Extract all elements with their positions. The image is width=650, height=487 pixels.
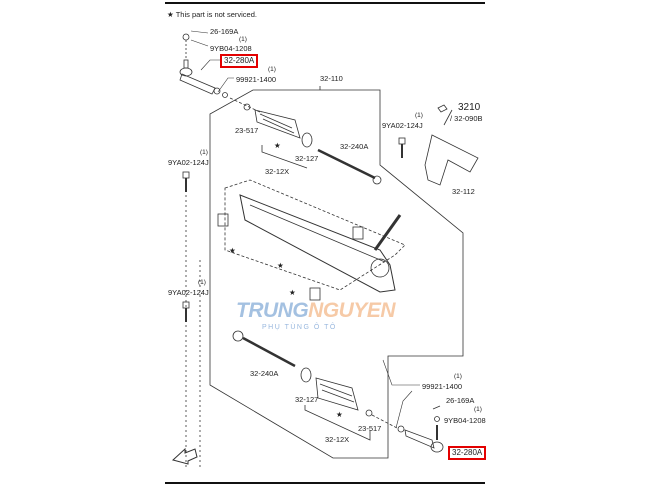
label-bolt-left-bottom: 9YA02-124J (168, 288, 209, 297)
star-icon: ★ (277, 261, 284, 270)
label-locknut-bottom: 99921-1400 (422, 382, 463, 391)
label-nut-top: 9YB04-1208 (210, 44, 252, 53)
label-clip-bottom: 23-517 (358, 424, 382, 433)
qty-label: (1) (268, 66, 276, 73)
tie-rod-bottom (232, 330, 444, 453)
steering-rack (217, 194, 402, 301)
label-tie-rod-bottom: 32-240A (250, 369, 279, 378)
star-icon: ★ (289, 288, 296, 297)
qty-label: (1) (200, 149, 208, 156)
label-boot-112: 32-112 (452, 187, 475, 196)
qty-label: (1) (454, 373, 462, 380)
note-text: This part is not serviced. (175, 10, 257, 19)
label-boot-kit-top: 32-12X (265, 167, 290, 176)
label-ref-part: / 32-090B (450, 114, 483, 123)
star-icon: ★ (167, 10, 174, 19)
qty-label: (1) (239, 36, 247, 43)
star-icon: ★ (336, 410, 343, 419)
star-icon: ★ (274, 141, 281, 150)
watermark-logo: TRUNGNGUYEN (236, 299, 396, 322)
label-cotter-pin-top: 26-169A (210, 27, 239, 36)
qty-label: (1) (198, 279, 206, 286)
label-gear-assembly: 32-110 (320, 74, 343, 83)
label-nut-bottom: 9YB04-1208 (444, 416, 486, 425)
label-clamp-top: 32-127 (295, 154, 319, 163)
qty-label: (1) (415, 112, 423, 119)
assembly-outline (209, 86, 464, 459)
boot-top (243, 103, 382, 185)
label-ref-group: 3210 (458, 102, 481, 113)
label-boot-kit-bottom: 32-12X (325, 435, 350, 444)
label-tie-rod-end-top-highlight[interactable]: 32-280A (220, 54, 259, 68)
label-clip-top: 23-517 (235, 126, 259, 135)
star-icon: ★ (229, 246, 236, 255)
label-clamp-bottom: 32-127 (295, 395, 319, 404)
front-arrow-icon (171, 447, 198, 465)
bolts (182, 137, 406, 322)
watermark-tagline: PHỤ TÙNG Ô TÔ (262, 324, 337, 331)
label-tie-rod-end-bottom-highlight[interactable]: 32-280A (448, 446, 487, 460)
label-cotter-pin-bottom: 26-169A (446, 396, 475, 405)
mount-outline-dashed (224, 179, 406, 291)
label-bolt-right: 9YA02-124J (382, 121, 423, 130)
boot-112 (424, 104, 479, 186)
label-bolt-left-top: 9YA02-124J (168, 158, 209, 167)
label-tie-rod-top: 32-240A (340, 142, 369, 151)
label-locknut-top: 99921-1400 (236, 75, 277, 84)
not-serviced-note: ★ This part is not serviced. (167, 11, 257, 19)
qty-label: (1) (474, 406, 482, 413)
tie-rod-end-top (179, 33, 263, 114)
